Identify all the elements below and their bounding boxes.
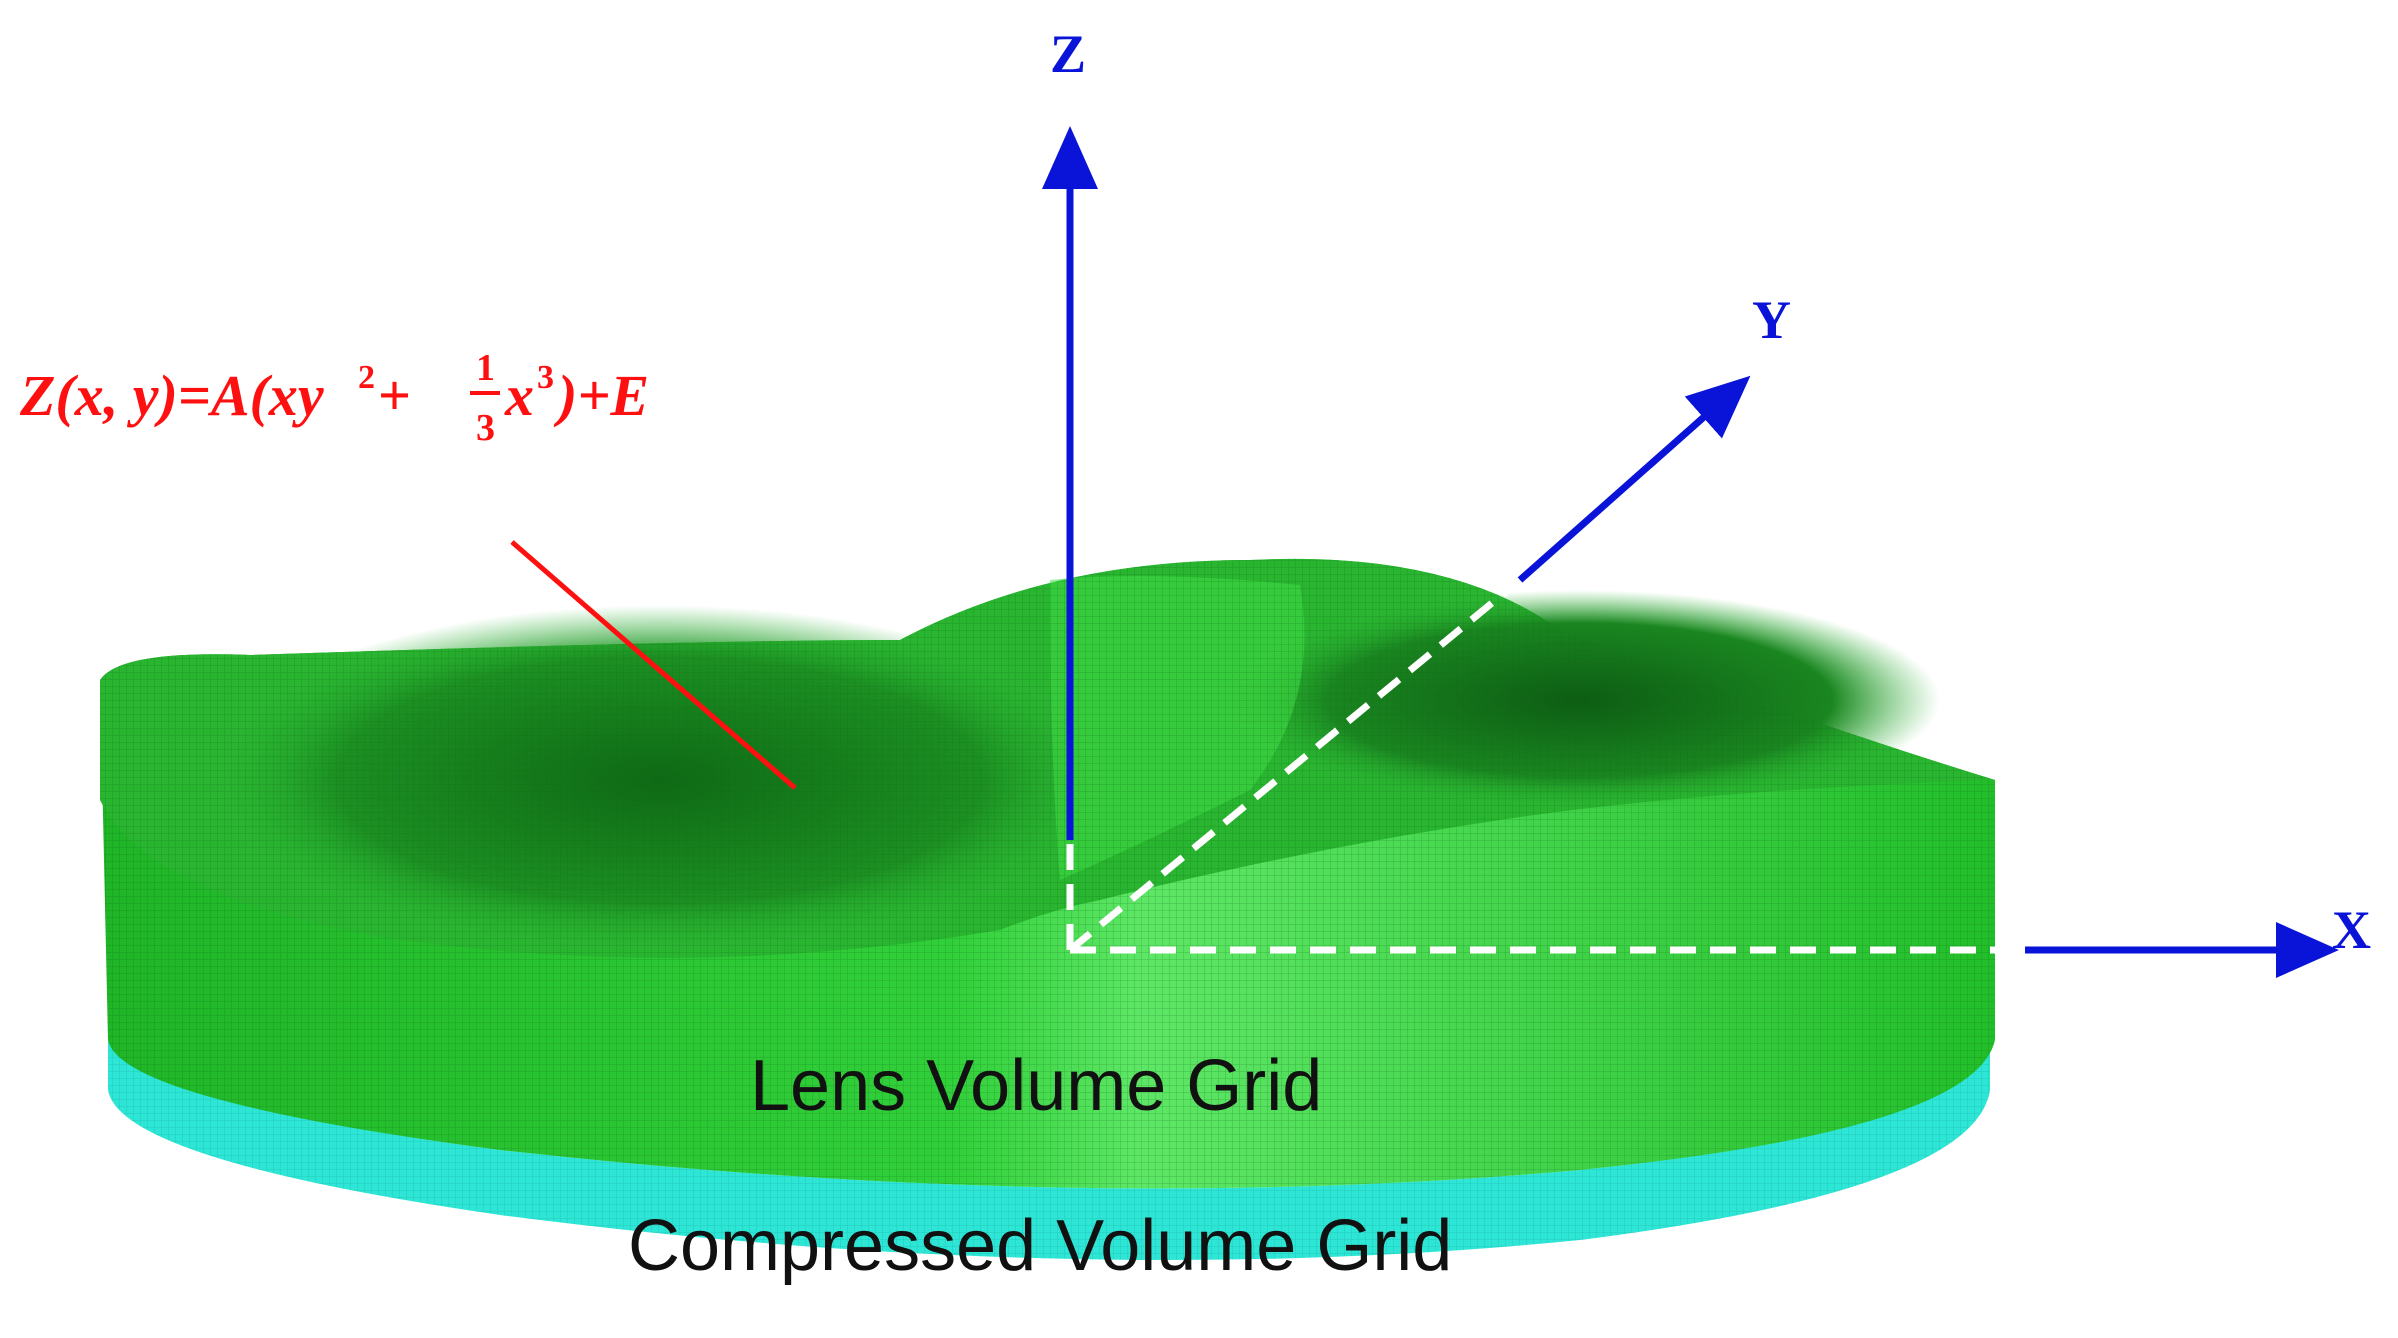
axes <box>1042 126 2339 978</box>
formula-frac-den: 3 <box>476 407 495 449</box>
y-axis <box>1517 375 1751 583</box>
compressed-volume-grid <box>108 1030 1990 1260</box>
formula-prefix: Z(x, y)=A(xy <box>19 363 324 428</box>
compressed-volume-label: Compressed Volume Grid <box>628 1206 1452 1286</box>
formula-suffix: )+E <box>553 363 649 428</box>
formula-frac-num: 1 <box>476 347 495 389</box>
surface-formula: Z(x, y)=A(xy 2 + 1 3 x 3 )+E <box>19 347 649 449</box>
y-axis-label: Y <box>1752 290 1791 350</box>
origin-guides <box>1066 577 1995 954</box>
formula-sup1: 2 <box>358 359 375 396</box>
lens-volume-grid <box>100 558 1995 1189</box>
y-guide-dashed <box>1067 577 1523 953</box>
formula-x: x <box>504 363 534 428</box>
z-axis-label: Z <box>1050 24 1086 84</box>
x-axis-label: X <box>2332 900 2371 960</box>
formula-sup2: 3 <box>537 359 554 396</box>
formula-pointer-line <box>510 540 797 790</box>
formula-plus: + <box>378 363 411 428</box>
lens-volume-label: Lens Volume Grid <box>750 1046 1322 1126</box>
